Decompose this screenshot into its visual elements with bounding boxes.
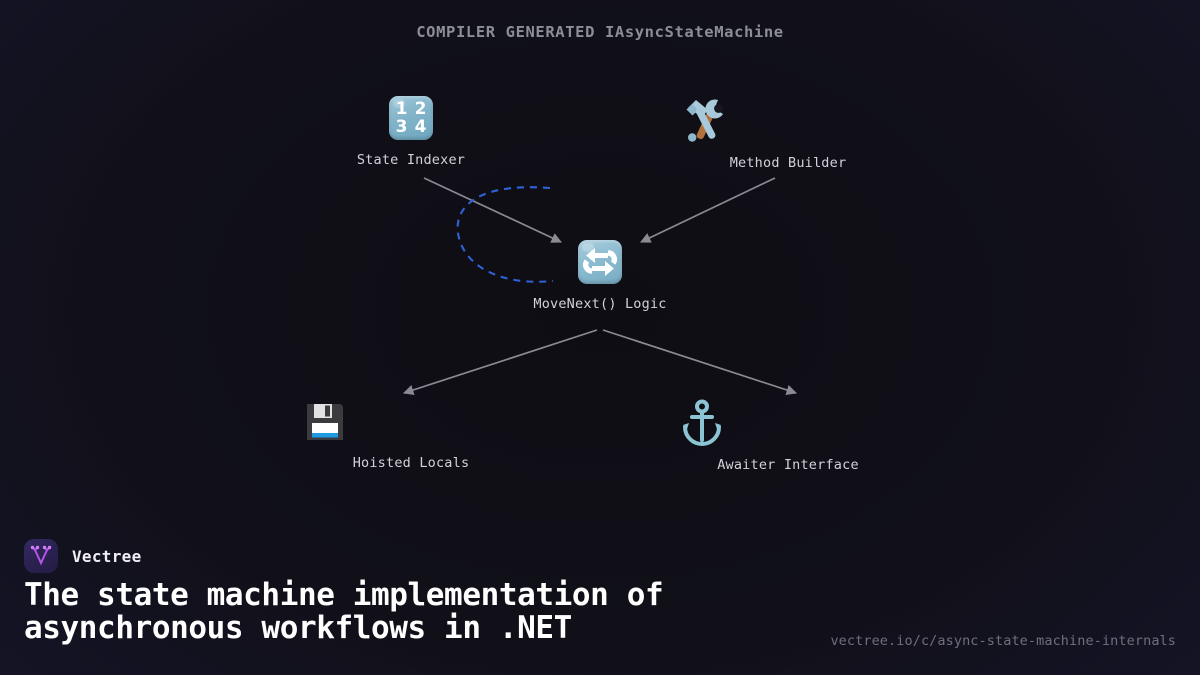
edge-state-indexer-to-movenext: [423, 177, 562, 243]
edge-movenext-to-awaiter: [602, 329, 798, 396]
headline: The state machine implementation of asyn…: [24, 577, 664, 646]
brand-row: Vectree: [24, 539, 142, 573]
arrows-counterclockwise-icon: [490, 240, 710, 287]
diagram-node-hoisted-locals[interactable]: Hoisted Locals: [301, 398, 521, 471]
diagram-title: COMPILER GENERATED IAsyncStateMachine: [416, 23, 784, 41]
vectree-logo-icon: [24, 539, 58, 573]
diagram-node-movenext[interactable]: MoveNext() Logic: [490, 240, 710, 312]
floppy-disk-icon: [301, 398, 521, 446]
node-label: MoveNext() Logic: [533, 296, 667, 312]
node-label: Hoisted Locals: [352, 455, 470, 471]
diagram-node-method-builder[interactable]: Method Builder: [678, 96, 898, 171]
node-label: Method Builder: [729, 155, 847, 171]
footer: Vectree The state machine implementation…: [0, 515, 1200, 675]
edge-method-builder-to-movenext: [640, 177, 776, 243]
hammer-and-wrench-icon: [678, 96, 898, 146]
anchor-icon: [678, 398, 898, 448]
edge-movenext-to-hoisted-locals: [402, 329, 598, 396]
node-label: State Indexer: [356, 152, 466, 168]
diagram-node-awaiter[interactable]: Awaiter Interface: [678, 398, 898, 473]
node-label: Awaiter Interface: [717, 457, 859, 473]
source-url: vectree.io/c/async-state-machine-interna…: [830, 633, 1176, 649]
brand-name: Vectree: [72, 546, 142, 566]
edge-movenext-self-loop: [456, 186, 554, 283]
